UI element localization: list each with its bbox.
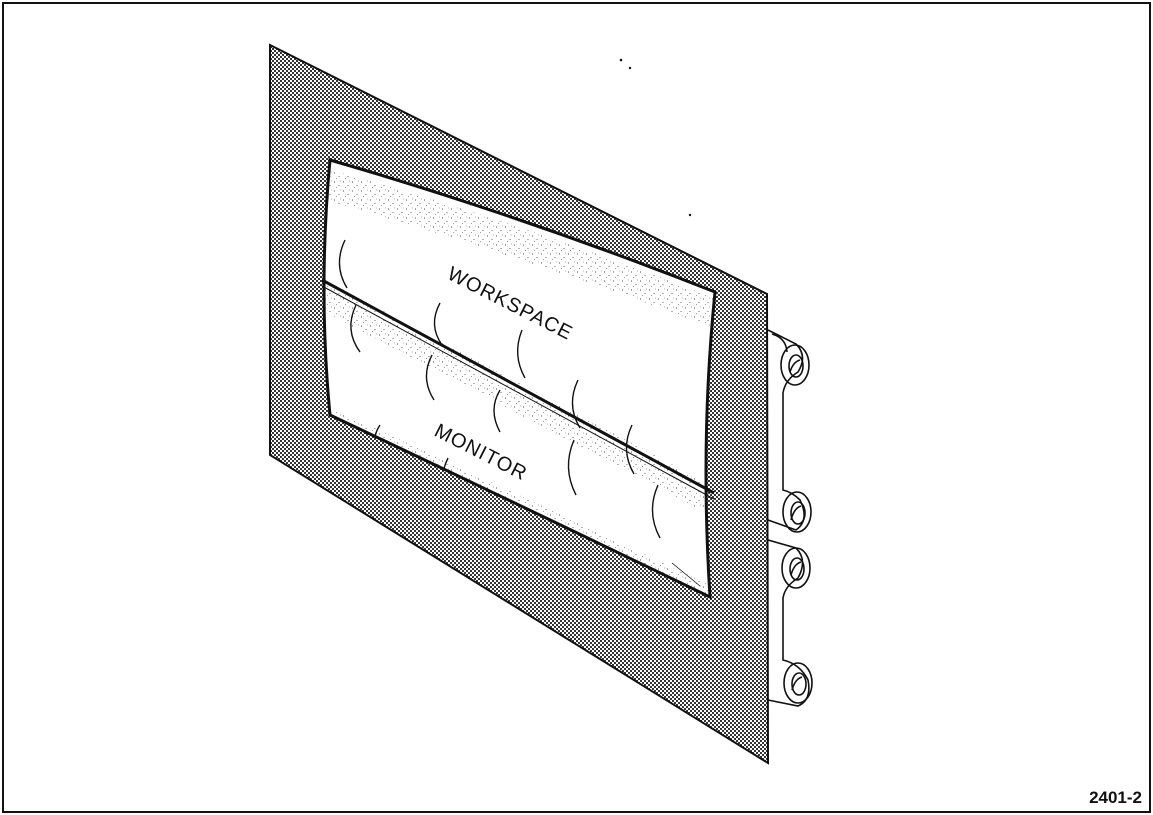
region-divider	[321, 278, 715, 495]
figure-number: 2401-2	[1089, 788, 1142, 807]
scroll-rolls	[767, 329, 813, 707]
monitor-screen	[321, 158, 717, 600]
stray-marks	[619, 58, 692, 217]
